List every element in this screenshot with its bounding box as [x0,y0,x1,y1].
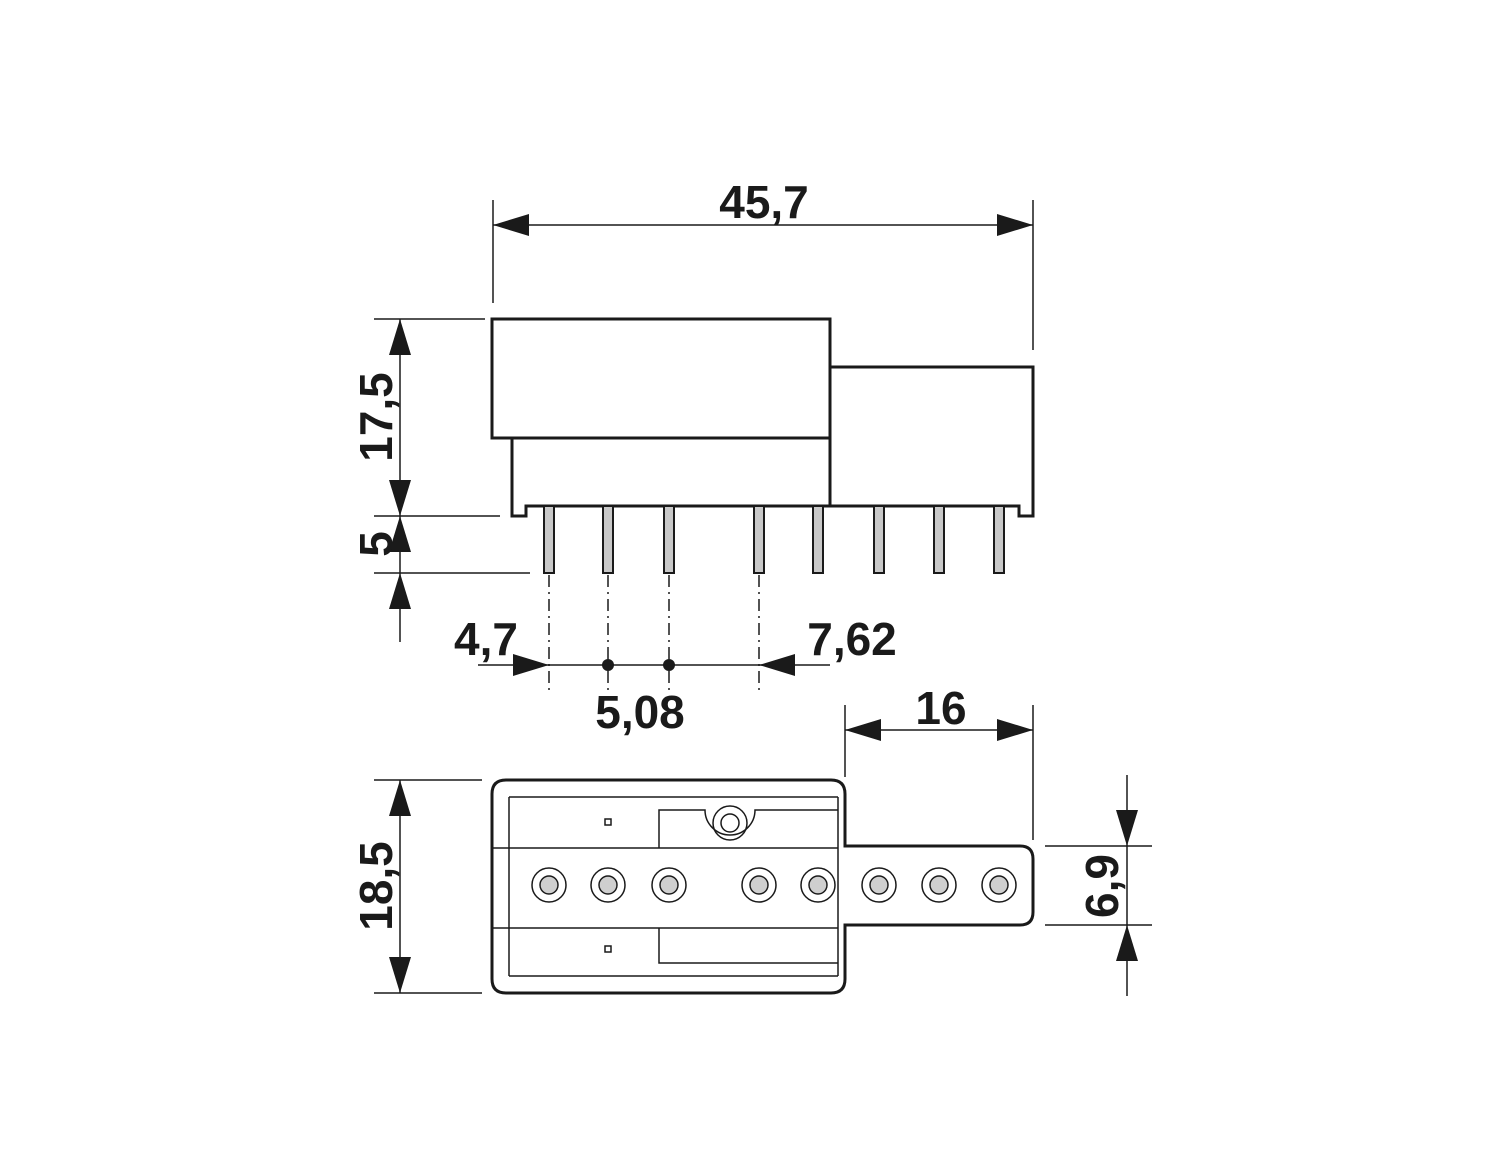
top-view [490,778,1035,995]
dim-tab-width: 6,9 [1045,775,1152,996]
pin-holes [531,867,1017,903]
dim-label-pin-offset: 4,7 [454,613,518,665]
dim-label-tab-width: 6,9 [1076,854,1128,918]
pin-hole [741,867,777,903]
side-body-right [830,365,1035,518]
marker-square [604,945,612,953]
pin-hole [651,867,687,903]
side-pins [543,505,1005,574]
dim-pin-spacing: 4,7 5,08 7,62 [454,613,897,738]
dim-label-pin-gap: 7,62 [807,613,897,665]
side-body-top [490,317,832,440]
dim-label-pin-pitch: 5,08 [595,686,685,738]
marker-square [604,818,612,826]
dim-height-body: 17,5 [350,318,500,517]
pin [933,505,945,574]
side-body-base [510,438,832,518]
pin [753,505,765,574]
dim-label-height-body: 17,5 [350,372,402,462]
dim-label-tab-length: 16 [915,682,966,734]
dim-dot [663,659,675,671]
dim-label-pin-length: 5 [350,531,402,557]
mounting-hole-inner [720,813,740,833]
pin-hole [921,867,957,903]
dim-width: 18,5 [350,779,482,994]
dim-tab-length: 16 [844,682,1034,840]
dim-overall-length: 45,7 [492,176,1034,350]
top-outline [490,778,1035,995]
pin [993,505,1005,574]
dim-pin-length: 5 [350,516,530,642]
dim-dot [602,659,614,671]
pin-hole [800,867,836,903]
pin-hole [531,867,567,903]
pin [602,505,614,574]
mounting-hole [712,805,748,841]
pin-hole [861,867,897,903]
dim-label-width: 18,5 [350,841,402,931]
pin [543,505,555,574]
pin-hole [981,867,1017,903]
pin-hole [590,867,626,903]
pin [663,505,675,574]
side-view [490,317,1035,690]
pin [873,505,885,574]
pin [812,505,824,574]
dim-label-overall-length: 45,7 [719,176,809,228]
